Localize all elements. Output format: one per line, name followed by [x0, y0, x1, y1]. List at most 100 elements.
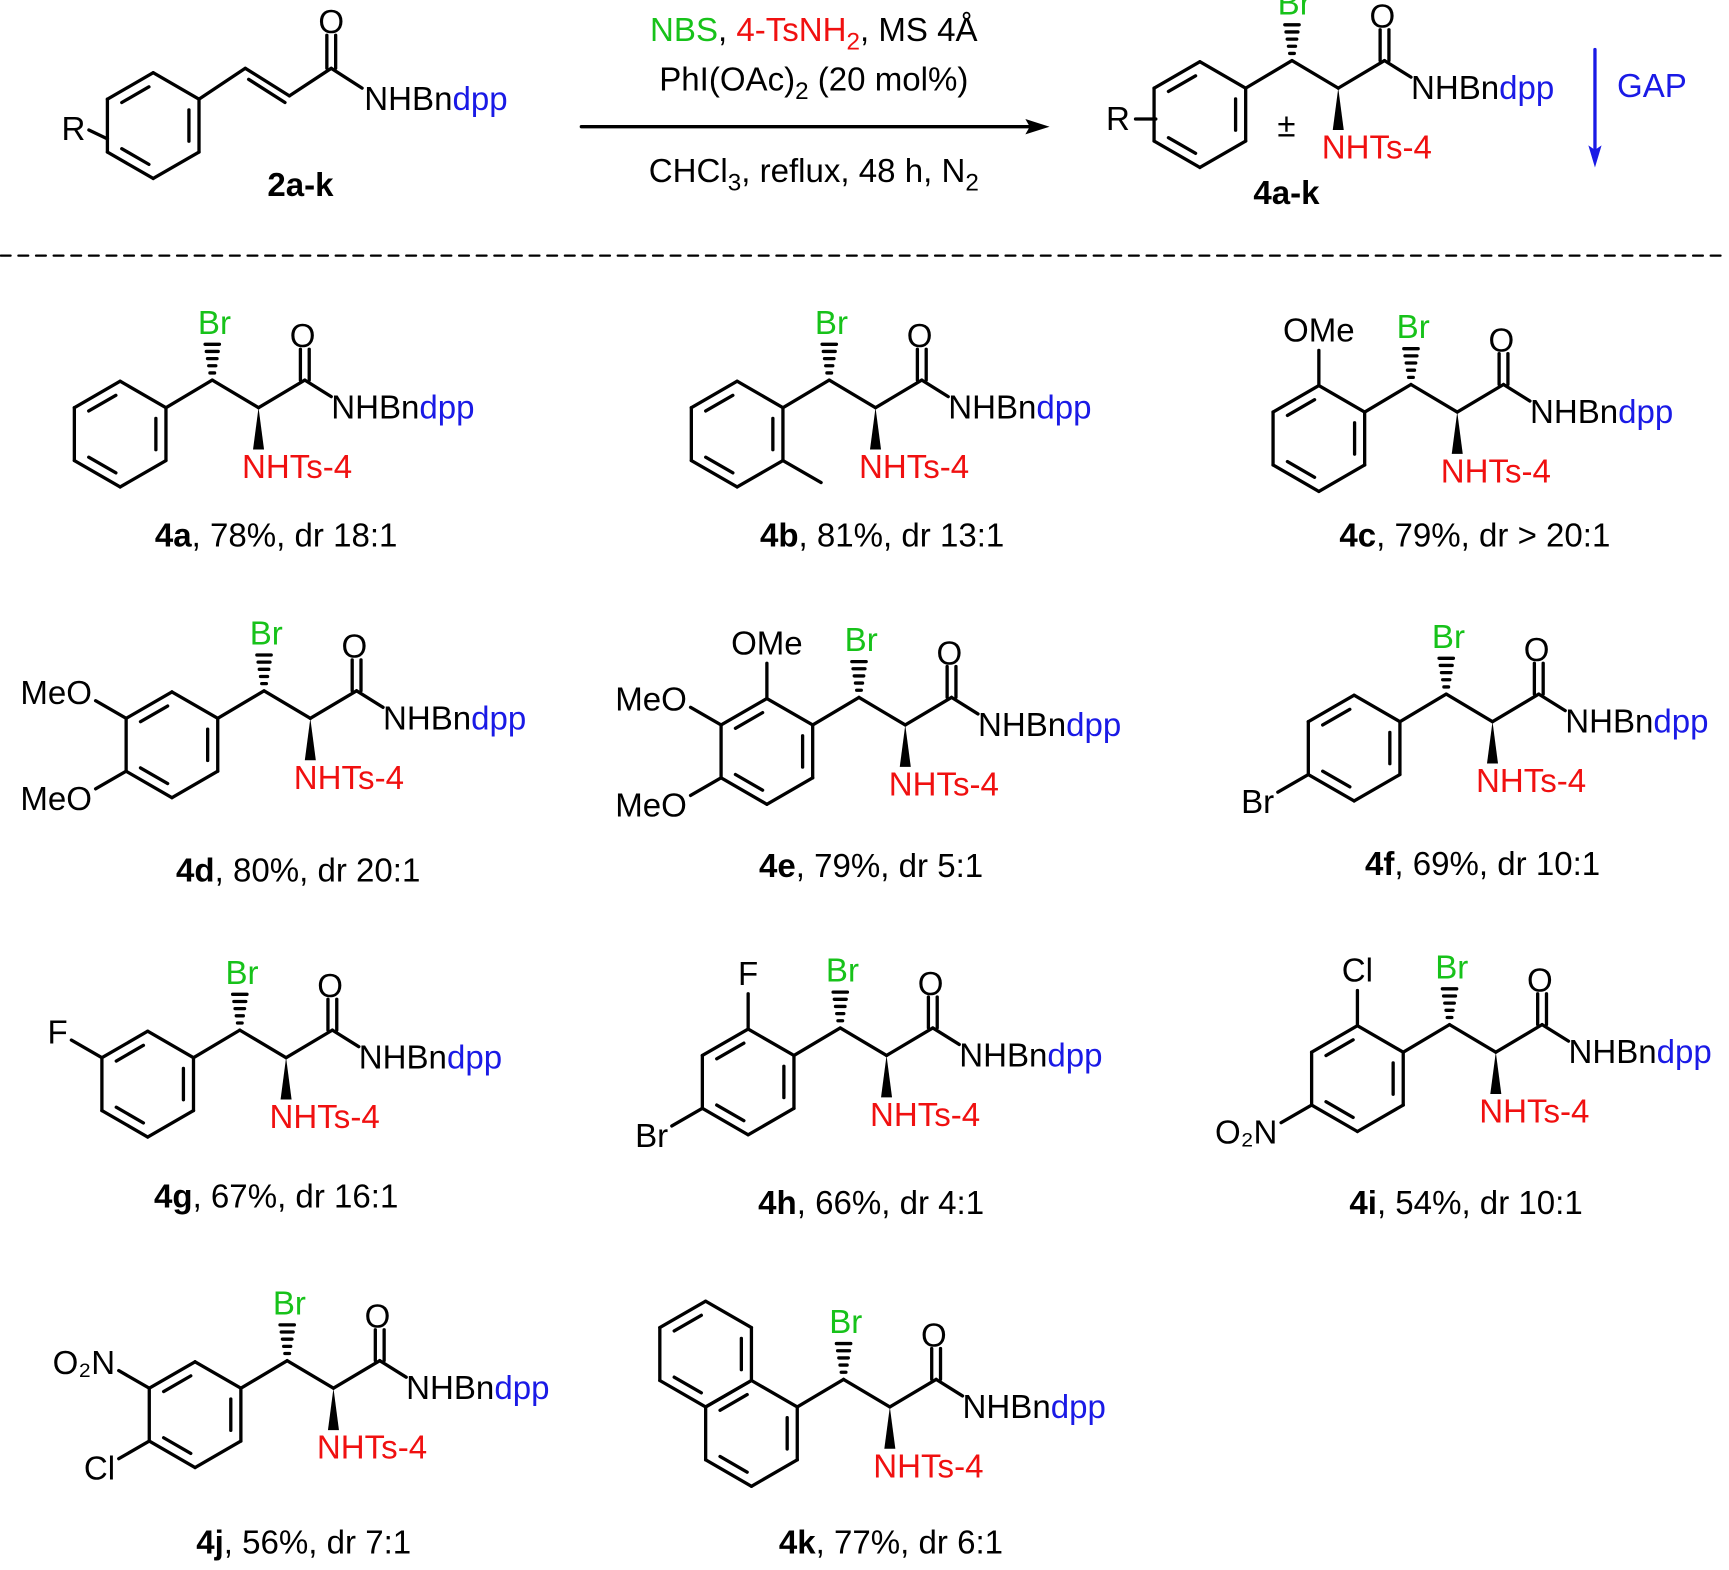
compound-caption: 4k, 77%, dr 6:1: [779, 1524, 1003, 1561]
ring-bond: [1309, 1024, 1360, 1054]
compound-caption: 4e, 79%, dr 5:1: [759, 848, 983, 885]
subscript: 2: [847, 29, 860, 56]
bond: [1382, 58, 1413, 79]
ring-double-bond: [1166, 74, 1198, 94]
dpp-auxiliary: dpp: [1047, 1037, 1102, 1074]
ring-bond: [151, 71, 201, 101]
ring-bond: [1271, 463, 1321, 494]
ring-bond: [1355, 1024, 1405, 1054]
ring-bond: [1198, 60, 1248, 90]
bond: [931, 1026, 961, 1047]
ring-double-bond: [138, 704, 170, 724]
bond: [1494, 1022, 1544, 1054]
bond: [164, 378, 214, 410]
ring-bond: [146, 1108, 196, 1139]
amide-label: NHBndpp: [1530, 394, 1673, 431]
substituent-label: Br: [635, 1118, 668, 1155]
ring-bond: [147, 1360, 197, 1390]
bromine-label: Br: [273, 1285, 306, 1322]
substituent-bond: [117, 1439, 151, 1461]
compound-caption: 4f, 69%, dr 10:1: [1365, 846, 1600, 883]
ring-bond: [72, 379, 122, 410]
compound-caption: 4c, 79%, dr > 20:1: [1339, 517, 1610, 554]
ring-double-bond: [1285, 398, 1317, 418]
compound-id: 4b: [760, 517, 799, 554]
aryl-ring: [1271, 383, 1367, 494]
r-group-label: R: [62, 111, 86, 148]
hashed-bond: [850, 659, 868, 692]
bromine-label: Br: [815, 305, 848, 342]
ring-bond: [105, 71, 155, 101]
compound-id: 4g: [154, 1179, 193, 1216]
aryl-ring: [719, 696, 815, 806]
ring-bond: [1306, 693, 1356, 724]
bond: [1363, 382, 1413, 414]
conditions: , reflux, 48 h, N: [741, 153, 965, 190]
substituent-label: Cl: [84, 1451, 115, 1488]
substituent-label: MeO: [615, 682, 687, 719]
compound-caption: 4i, 54%, dr 10:1: [1349, 1185, 1582, 1222]
bond: [1398, 692, 1448, 724]
fused-ring: [658, 1299, 754, 1409]
bond: [873, 378, 924, 410]
ring-bond: [765, 776, 815, 806]
ring-bond: [704, 1458, 754, 1488]
bond: [841, 1377, 892, 1409]
amide-label: NHBndpp: [948, 390, 1091, 427]
substituent-bond: [688, 776, 723, 798]
oxygen-label: O: [365, 1299, 391, 1336]
ring-double-bond: [733, 772, 765, 792]
aryl-ring: [1309, 1024, 1405, 1134]
hashed-bond: [230, 992, 249, 1025]
bond: [792, 1026, 842, 1058]
yield-and-dr: , 54%, dr 10:1: [1377, 1185, 1583, 1222]
nhts-label: NHTs-4: [317, 1430, 427, 1467]
bond: [329, 66, 364, 90]
amide-label: NHBndpp: [1565, 704, 1708, 741]
ring-bond: [719, 776, 769, 806]
bond: [838, 1026, 889, 1058]
bromine-label: Br: [1397, 309, 1430, 346]
bond: [1290, 58, 1340, 90]
yield-and-dr: , 69%, dr 10:1: [1394, 846, 1600, 883]
ring-bond: [746, 1106, 796, 1137]
reactant-ring: [105, 71, 201, 181]
bromine-label: Br: [225, 955, 258, 992]
ring-bond: [1306, 772, 1356, 803]
bond: [191, 1028, 242, 1060]
oxygen-label: O: [907, 318, 933, 355]
substituent-bond: [93, 769, 128, 791]
ring-bond: [105, 150, 155, 181]
yield-and-dr: , 79%, dr 5:1: [796, 848, 983, 885]
hashed-bond: [255, 653, 273, 686]
dpp-auxiliary: dpp: [447, 1040, 502, 1077]
hashed-bond: [1402, 347, 1420, 380]
bond: [256, 378, 307, 410]
ring-double-bond: [1285, 459, 1317, 479]
compound-id: 4j: [196, 1524, 224, 1561]
hashed-bond: [1440, 987, 1459, 1020]
ring-bond: [118, 458, 168, 489]
nhbn: NHBn: [1569, 1034, 1657, 1071]
ring-bond: [147, 1439, 197, 1470]
product-label: 4a-k: [1253, 175, 1320, 212]
ring-double-bond: [1324, 1038, 1355, 1058]
ring-double-bond: [733, 710, 765, 730]
wedge-bond: [280, 1057, 292, 1100]
bromine-label: Br: [198, 305, 231, 342]
substituent-label: Cl: [1342, 953, 1373, 990]
substituent-label: MeO: [20, 675, 92, 712]
dpp-auxiliary: dpp: [494, 1370, 549, 1407]
catalyst-loading: (20 mol%): [809, 61, 969, 98]
ring-bond: [1352, 772, 1402, 803]
dpp-auxiliary: dpp: [1653, 704, 1708, 741]
substituent-label: OMe: [731, 625, 803, 662]
wedge-bond: [1490, 1052, 1502, 1095]
